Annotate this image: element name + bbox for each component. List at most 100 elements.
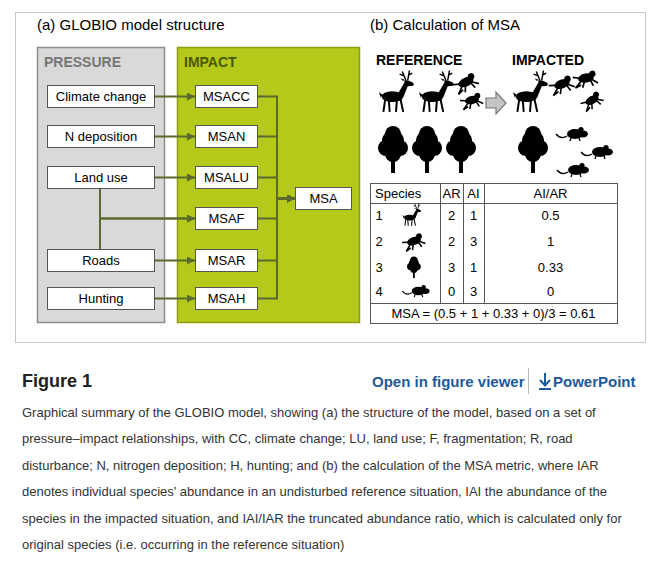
table-cell: 2 (448, 234, 455, 249)
msa-box: MSALU (195, 166, 258, 189)
table-cell: 3 (470, 284, 477, 299)
panel-fill (178, 48, 360, 323)
panel-title: (b) Calculation of MSA (370, 16, 520, 33)
label-wrap: REFERENCE (376, 50, 486, 70)
scene-heading: IMPACTED (512, 52, 584, 68)
table-header: AI/AR (534, 186, 568, 201)
powerpoint-link: PowerPoint (553, 373, 636, 390)
flow-arrow (100, 219, 195, 250)
label-wrap: 3 (463, 228, 484, 254)
pressure-panel: PRESSUREClimate changeN depositionLand u… (37, 47, 165, 323)
table-rule (371, 203, 618, 204)
frog-icon (452, 72, 480, 96)
tree-icon (518, 126, 548, 173)
msa-box: MSAF (195, 207, 258, 230)
table-cell: 3 (448, 260, 455, 275)
box-label: Hunting (79, 291, 124, 306)
label-wrap: 2 (440, 203, 463, 228)
table-cell: 3 (375, 260, 382, 275)
box-label: MSA (309, 191, 337, 206)
table-border (371, 184, 618, 324)
msa-box: MSAR (195, 249, 258, 272)
species-table (371, 184, 618, 324)
figure-frame (16, 13, 646, 343)
table-cell: 0.33 (538, 260, 563, 275)
flow-arrow (258, 199, 295, 299)
label-wrap: 4 (370, 280, 388, 303)
panel-title: (a) GLOBIO model structure (37, 16, 225, 33)
tree-icon (378, 126, 408, 173)
table-rule (371, 303, 618, 304)
pressure-box: Land use (47, 166, 155, 189)
flow-arrow (100, 189, 195, 219)
change-arrow (486, 92, 506, 114)
table-cell: 0 (547, 284, 554, 299)
deer-icon (379, 71, 414, 112)
label-wrap: AI (463, 183, 484, 203)
label-wrap: 1 (484, 228, 617, 254)
tree-icon (446, 126, 476, 173)
box-label: MSAR (208, 253, 246, 268)
pressure-box: Climate change (47, 85, 155, 108)
scene-heading: REFERENCE (376, 52, 462, 68)
table-cell: 1 (375, 208, 382, 223)
mouse-icon (557, 163, 589, 177)
msa-box: MSACC (195, 85, 258, 108)
panel-heading: IMPACT (177, 47, 360, 70)
label-wrap: 0.33 (484, 254, 617, 280)
figure-title-wrap: Figure 1 (22, 370, 92, 392)
label-wrap: 2 (370, 228, 388, 254)
link-divider (528, 368, 529, 394)
table-cell: 0 (448, 284, 455, 299)
label-wrap: MSA = (0.5 + 1 + 0.33 + 0)/3 = 0.61 (370, 303, 617, 323)
deer-icon (513, 71, 548, 112)
flow-arrow (155, 96, 195, 98)
label-wrap: Open in figure viewer (372, 370, 526, 392)
frog-icon (401, 232, 426, 252)
viewer-link: Open in figure viewer (372, 373, 525, 390)
msa-formula: MSA = (0.5 + 1 + 0.33 + 0)/3 = 0.61 (391, 306, 595, 321)
label-wrap: AI/AR (484, 183, 617, 203)
label-wrap: (a) GLOBIO model structure (37, 14, 337, 34)
msa-total-box: MSA (295, 187, 352, 210)
table-header: AR (442, 186, 460, 201)
deer-icon (402, 204, 421, 226)
box-label: MSACC (203, 89, 250, 104)
table-cell: 0.5 (541, 208, 559, 223)
label-wrap: 3 (440, 254, 463, 280)
table-header: AI (467, 186, 479, 201)
flow-arrow (258, 178, 295, 199)
panel-fills (38, 48, 360, 323)
box-label: MSAF (208, 211, 244, 226)
box-label: MSAH (208, 291, 246, 306)
box-label: Climate change (56, 89, 146, 104)
label-wrap: IMPACTED (512, 50, 622, 70)
table-cell: 2 (448, 208, 455, 223)
msa-box: MSAN (195, 125, 258, 148)
table-cell: 1 (547, 234, 554, 249)
msa-box: MSAH (195, 287, 258, 310)
flow-arrow (155, 177, 195, 179)
tree-icon (412, 126, 442, 173)
box-label: N deposition (65, 129, 137, 144)
caption-wrap: Graphical summary of the GLOBIO model, s… (22, 400, 642, 558)
box-label: Land use (74, 170, 128, 185)
flow-arrow (258, 97, 295, 199)
label-wrap: 3 (370, 254, 388, 280)
table-cell: 3 (470, 234, 477, 249)
panel-fill (38, 48, 165, 323)
table-rule (440, 184, 441, 304)
table-cell: 2 (375, 234, 382, 249)
pressure-box: N deposition (47, 125, 155, 148)
tree-icon (407, 256, 421, 278)
impact-panel: IMPACT MSACC MSAN MSALU MSAF MSAR MSAH MSA (177, 47, 360, 323)
frog-icon (579, 90, 605, 113)
label-wrap: 1 (370, 203, 388, 228)
label-wrap: 3 (463, 280, 484, 303)
table-cell: 1 (470, 208, 477, 223)
species-art (378, 70, 613, 297)
pressure-box: Roads (47, 249, 155, 272)
flow-arrow (155, 260, 195, 262)
box-label: MSAN (208, 129, 246, 144)
